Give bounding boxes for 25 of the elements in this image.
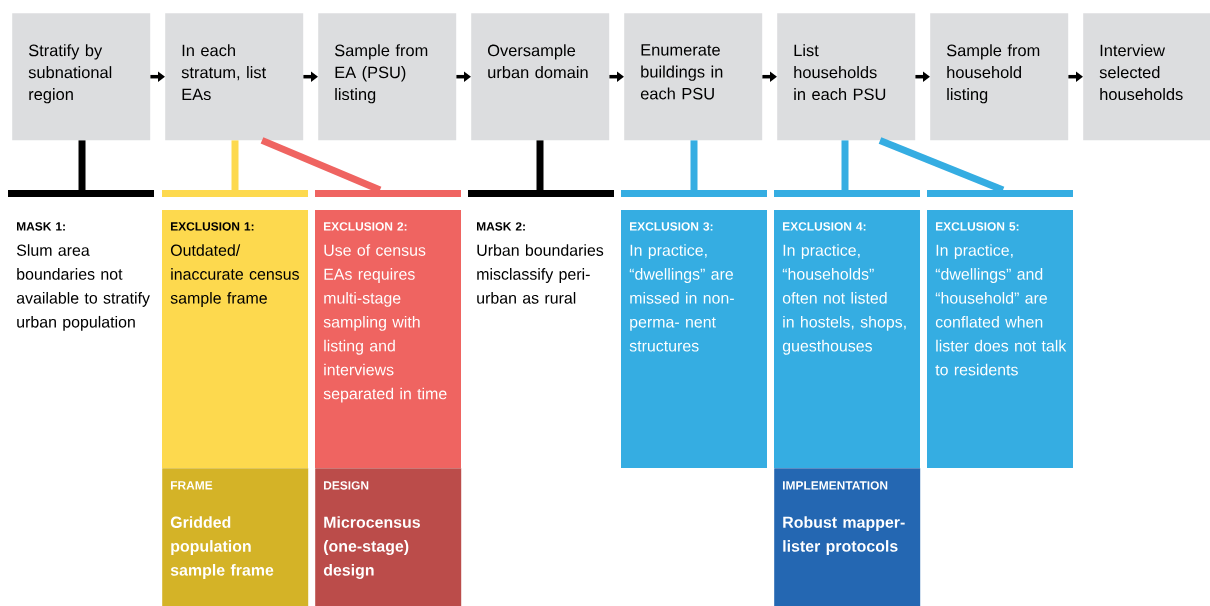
exclusion-box: EXCLUSION 5: In practice, “dwellings” and “household” are conflated when lister does not talk to residents xyxy=(927,190,1073,468)
exclusion-box: EXCLUSION 3: In practice, “dwellings” are missed in non-perma- nent structures xyxy=(621,190,767,468)
exclusion-box: EXCLUSION 1: Outdated/ inaccurate census sample frame xyxy=(162,190,308,468)
exclusion-box: EXCLUSION 2: Use of census EAs requires multi-stage sampling with listing and interviews separated in time xyxy=(315,190,461,468)
exclusion-box: EXCLUSION 4: In practice, “households” often not listed in hostels, shops, guesthouses xyxy=(774,190,920,468)
process-box: In each stratum, list EAs xyxy=(165,13,304,141)
arrow xyxy=(762,71,777,82)
mask-note: MASK 1: Slum area boundaries not available to stratify urban population xyxy=(8,190,154,331)
process-box: Stratify by subnational region xyxy=(12,13,151,141)
solution-box: FRAME Gridded population sample frame xyxy=(162,468,309,606)
arrow xyxy=(1068,71,1083,82)
arrow xyxy=(150,71,165,82)
arrow xyxy=(915,71,930,82)
process-box: Sample from EA (PSU) listing xyxy=(318,13,457,141)
arrow xyxy=(303,71,318,82)
process-box: Oversample urban domain xyxy=(471,13,610,141)
solution-box: IMPLEMENTATION Robust mapper-lister protocols xyxy=(774,468,921,606)
process-box: Interview selected households xyxy=(1083,13,1210,141)
mask-note: MASK 2: Urban boundaries misclassify peri-urban as rural xyxy=(468,190,614,304)
process-box: Enumerate buildings in each PSU xyxy=(624,13,763,141)
process-box: Sample from household listing xyxy=(930,13,1069,141)
arrow xyxy=(609,71,624,82)
solution-box: DESIGN Microcensus (one-stage) design xyxy=(315,468,462,606)
process-box: List households in each PSU xyxy=(777,13,916,141)
arrow xyxy=(456,71,471,82)
